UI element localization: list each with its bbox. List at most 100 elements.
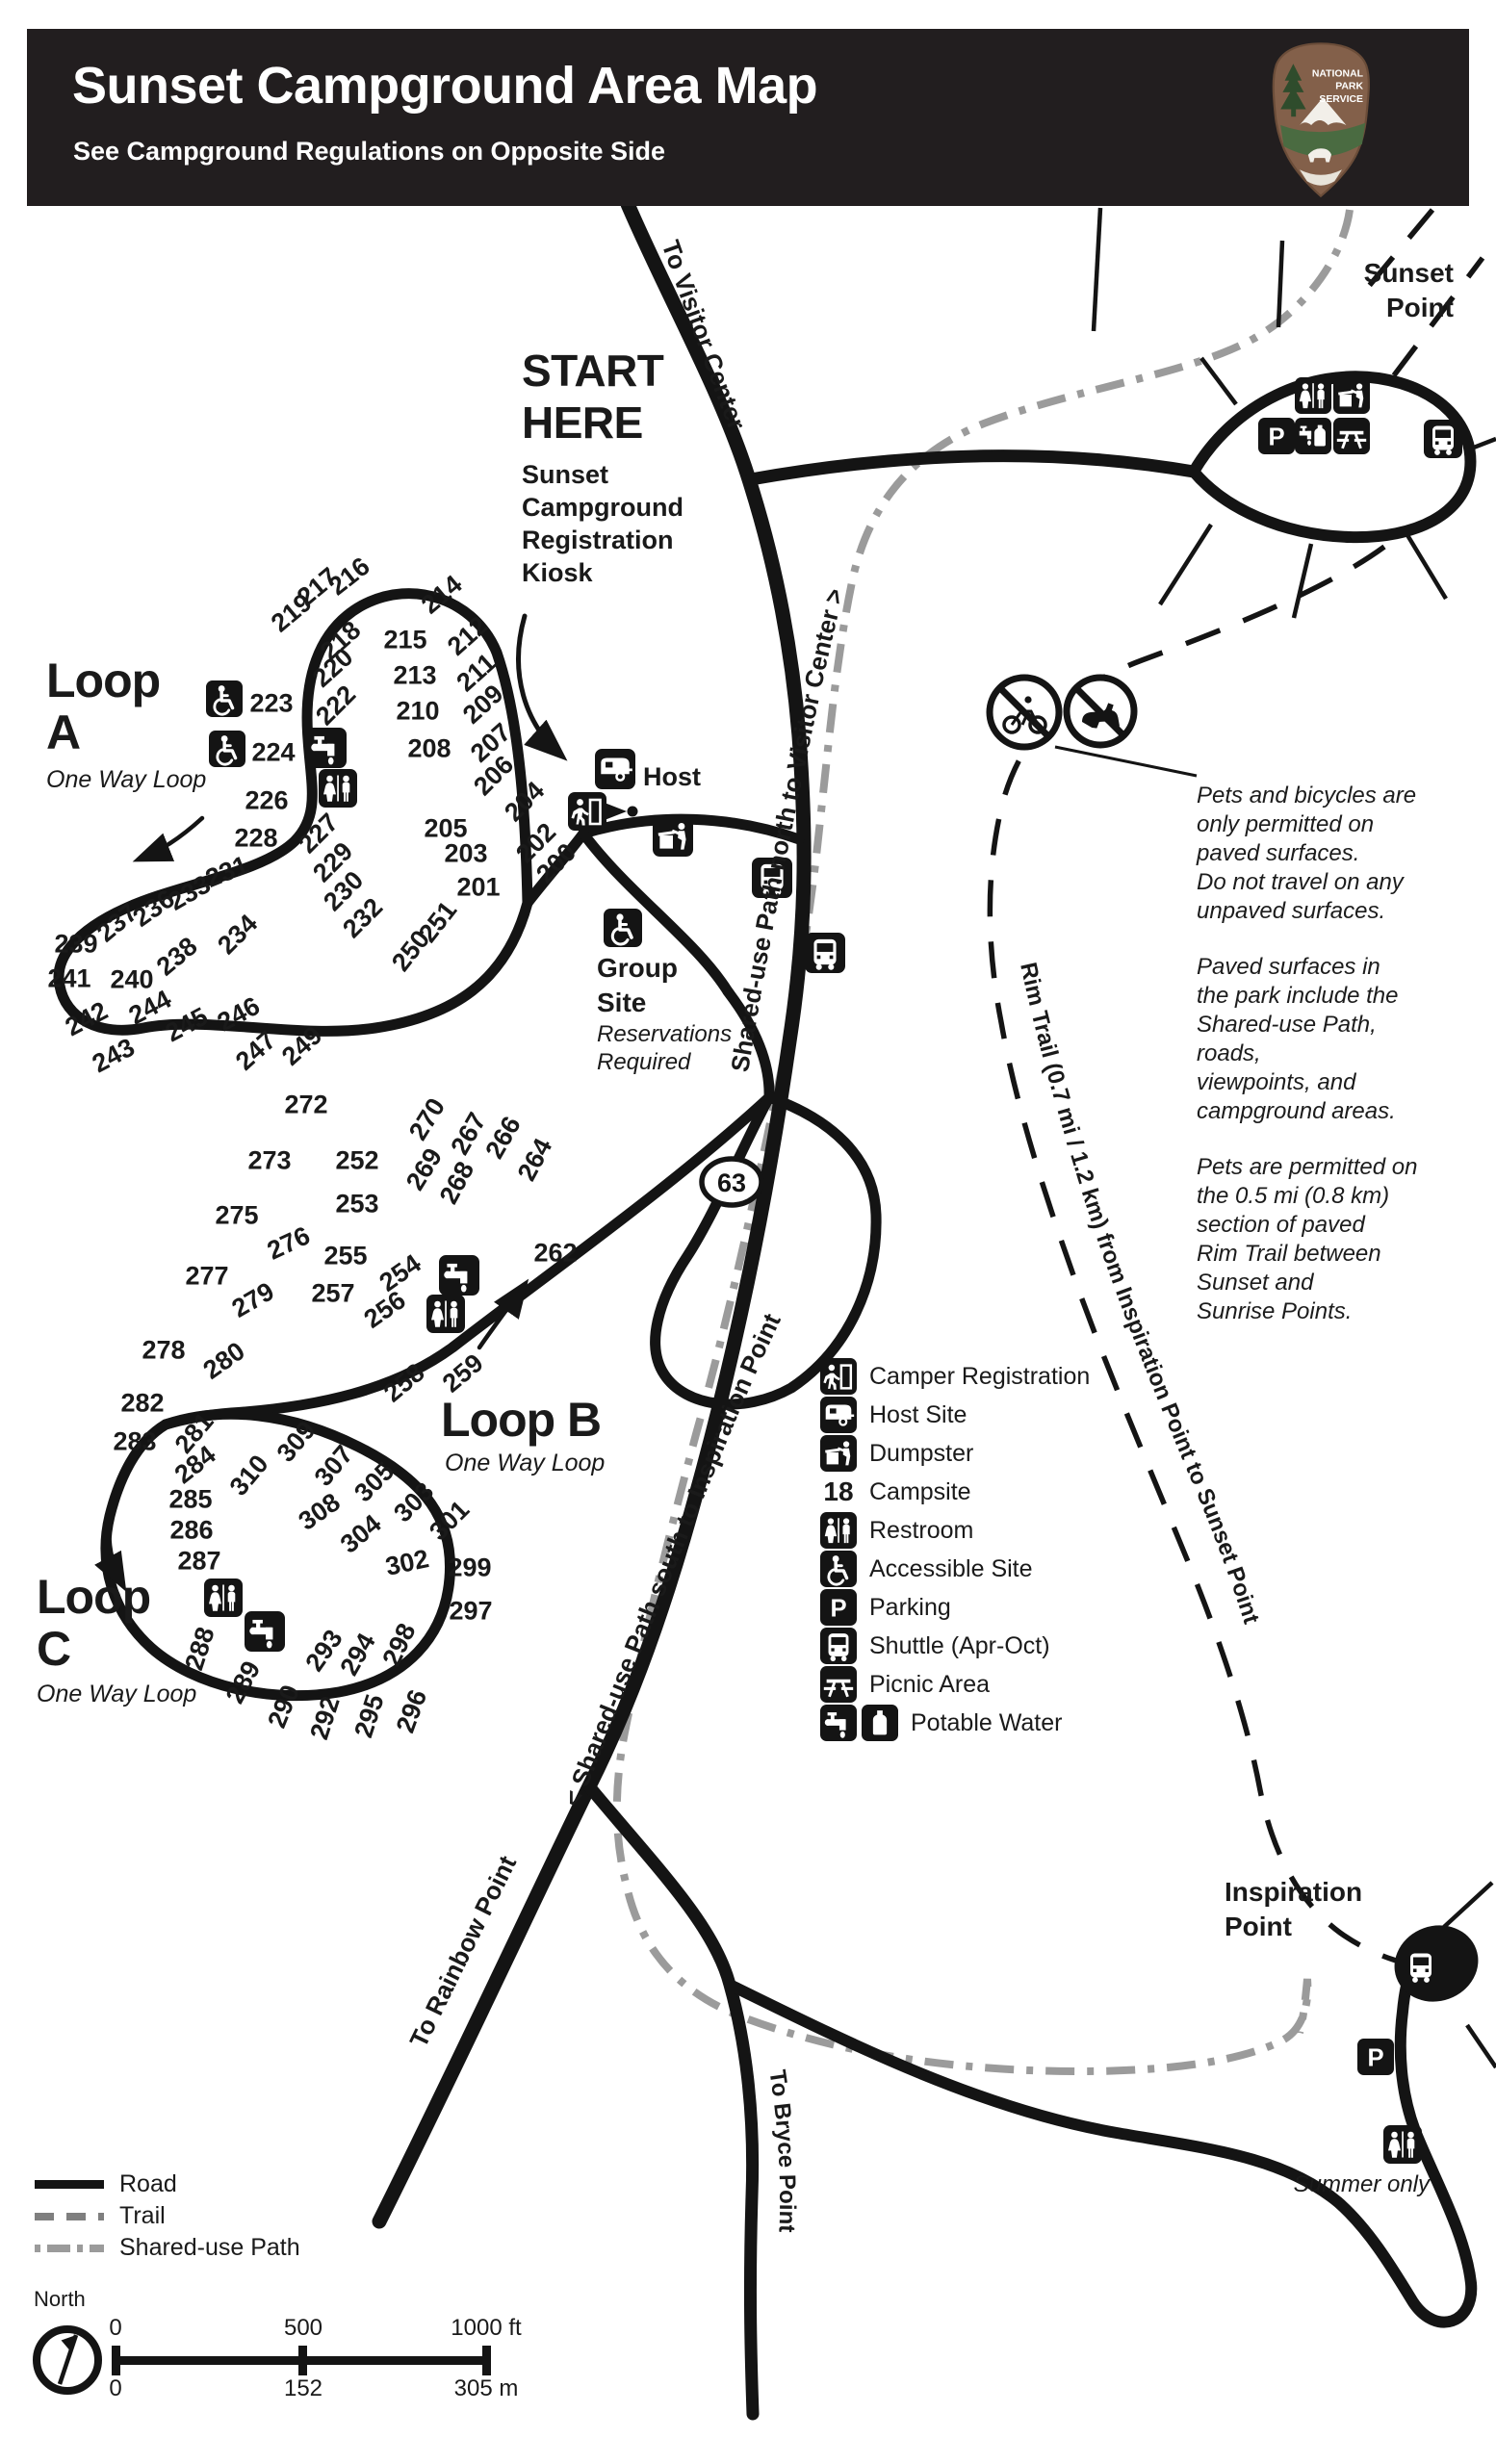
potable-water-icon xyxy=(439,1255,479,1296)
group-site-label: Group Site Reservations Required xyxy=(597,953,733,1075)
host-icon xyxy=(820,1397,857,1433)
scale-bar xyxy=(112,2346,491,2375)
legend-item-dumpster: Dumpster xyxy=(820,1434,1090,1473)
picnic-area-icon xyxy=(1333,418,1370,454)
north-label: North xyxy=(34,2287,86,2311)
header-banner: Sunset Campground Area Map See Campgroun… xyxy=(27,29,1469,206)
sunset-point-label: Sunset Point xyxy=(1363,258,1454,322)
restroom-icon xyxy=(319,769,357,808)
campsite-number: 262 xyxy=(533,1238,578,1268)
loop-c-oneway: One Way Loop xyxy=(37,1681,197,1707)
legend-item-shuttle: Shuttle (Apr-Oct) xyxy=(820,1627,1090,1665)
loop-a-label: Loop A One Way Loop xyxy=(46,654,207,793)
campsite-number: 253 xyxy=(335,1189,379,1219)
group-site-road xyxy=(578,828,734,997)
line-legend-road: Road xyxy=(35,2169,300,2200)
parking-icon xyxy=(820,1589,857,1626)
campsite-number: 224 xyxy=(251,737,296,767)
host-site-dot xyxy=(627,806,638,817)
direction-arrows xyxy=(94,613,627,1592)
registration-icon xyxy=(820,1358,857,1395)
campsite-number: 297 xyxy=(449,1596,493,1626)
shared-use-path xyxy=(612,209,1354,2076)
restroom-icon xyxy=(426,1295,465,1333)
start-here-callout: START HERE Sunset Campground Registratio… xyxy=(522,345,734,589)
legend-item-registration: Camper Registration xyxy=(820,1357,1090,1396)
no-pets-icon xyxy=(1063,674,1138,749)
shuttle-icon xyxy=(820,1628,857,1664)
start-here-sub1: Sunset xyxy=(522,460,609,489)
page-subtitle: See Campground Regulations on Opposite S… xyxy=(73,137,666,166)
svg-text:SERVICE: SERVICE xyxy=(1319,94,1363,105)
picnic-icon xyxy=(820,1666,857,1703)
scale-value: 500 xyxy=(283,2315,323,2341)
campsite-number: 283 xyxy=(113,1426,157,1456)
legend-item-restroom: Restroom xyxy=(820,1511,1090,1550)
campsite-number: 257 xyxy=(311,1278,355,1308)
legend-label: Campsite xyxy=(869,1477,971,1505)
campsite-number: 273 xyxy=(247,1145,292,1175)
north-arrow xyxy=(33,2325,102,2395)
legend-label: Camper Registration xyxy=(869,1362,1091,1390)
campsite-number: 203 xyxy=(444,838,488,868)
campsite-number: 205 xyxy=(424,813,468,843)
start-here-arrow xyxy=(516,613,568,761)
campsite-number: 285 xyxy=(168,1484,213,1514)
campsite-number: 278 xyxy=(142,1335,186,1365)
scale-value: 0 xyxy=(109,2315,122,2341)
accessible-icon xyxy=(820,1551,857,1587)
loop-a-oneway: One Way Loop xyxy=(46,766,207,793)
campsite-number: 239 xyxy=(54,929,98,959)
campsite-number: 210 xyxy=(396,696,440,726)
legend-label: Shuttle (Apr-Oct) xyxy=(869,1631,1050,1659)
campsite-number: 252 xyxy=(335,1145,379,1175)
nps-arrowhead-logo: NATIONAL PARK SERVICE xyxy=(1272,42,1370,198)
legend-label: Picnic Area xyxy=(869,1670,991,1698)
loop-b-label: Loop B One Way Loop xyxy=(441,1393,606,1476)
loop-b-oneway: One Way Loop xyxy=(445,1450,606,1476)
shared-line-sample xyxy=(35,2244,104,2252)
loop-b-arrow xyxy=(477,1278,529,1350)
campsite-number: 275 xyxy=(215,1200,259,1230)
loop-a-arrow xyxy=(132,815,205,862)
scale-value: 305 m xyxy=(453,2375,519,2401)
loop-c-arrow xyxy=(94,1504,127,1592)
legend-item-picnic: Picnic Area xyxy=(820,1665,1090,1704)
inspiration-point-label: Inspiration Point xyxy=(1225,1877,1363,1941)
campsite-number: 215 xyxy=(383,625,427,654)
scale-value: 1000 ft xyxy=(451,2315,522,2341)
roads xyxy=(372,196,1478,2421)
legend-item-water: Potable Water xyxy=(820,1704,1090,1742)
campsite-number: 277 xyxy=(185,1261,229,1291)
campsite-number: 241 xyxy=(47,963,91,993)
restroom-icon xyxy=(820,1512,857,1549)
campsite-number: 228 xyxy=(234,823,278,853)
campsite-number: 299 xyxy=(448,1553,492,1582)
legend-item-host: Host Site xyxy=(820,1396,1090,1434)
loop-a-road xyxy=(53,588,533,1037)
campsite-number: 223 xyxy=(249,688,294,718)
road-line-sample xyxy=(35,2180,104,2189)
inspiration-road xyxy=(724,1958,1478,2328)
campsite-number: 201 xyxy=(456,872,501,902)
legend-label: Restroom xyxy=(869,1516,974,1544)
restroom-icon xyxy=(1295,377,1331,414)
line-legend-shared: Shared-use Path xyxy=(35,2232,300,2264)
dumpster-icon xyxy=(820,1435,857,1472)
start-here-line2: HERE xyxy=(522,398,643,448)
svg-text:NATIONAL: NATIONAL xyxy=(1312,68,1364,79)
potable-water-icon xyxy=(820,1705,898,1741)
campsite-number: 286 xyxy=(169,1515,214,1545)
campsite-number: 287 xyxy=(177,1546,221,1576)
dumpster-icon xyxy=(653,816,693,857)
legend-label: Accessible Site xyxy=(869,1554,1033,1582)
potable-water-icon xyxy=(306,728,347,768)
campsite-number: 226 xyxy=(245,785,289,815)
campsite-number: 240 xyxy=(110,964,154,994)
accessible-site-icon xyxy=(209,731,245,767)
